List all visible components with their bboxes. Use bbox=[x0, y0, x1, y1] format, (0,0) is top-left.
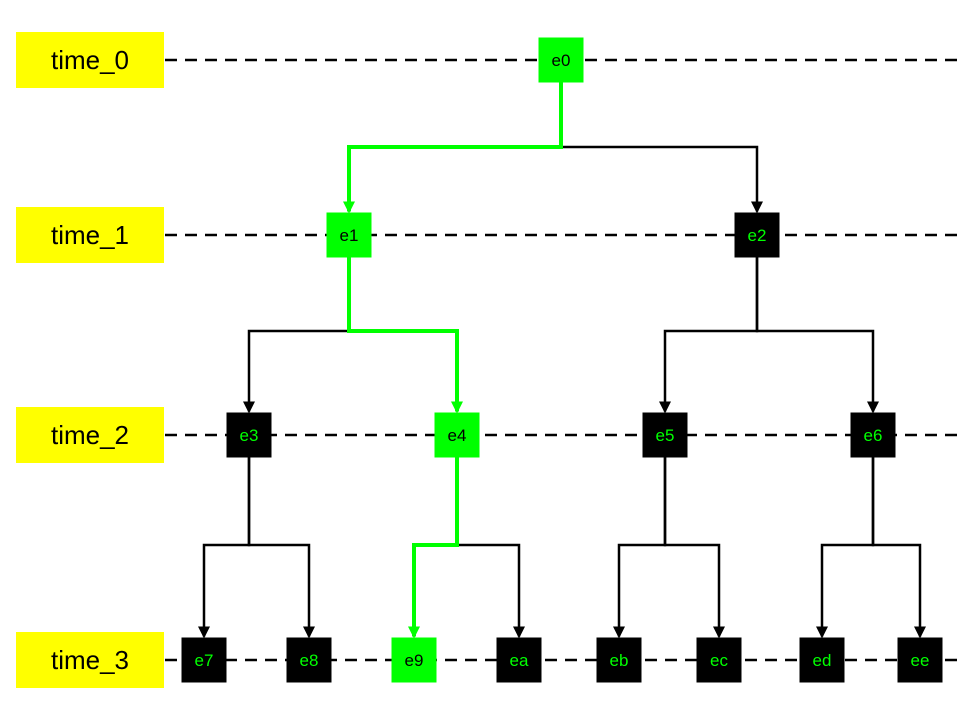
node-label: e7 bbox=[195, 651, 214, 670]
node-box bbox=[799, 637, 845, 683]
node-e7: e7 bbox=[181, 637, 227, 683]
edge-e4-to-e9 bbox=[408, 457, 459, 639]
edge-e4-to-ea bbox=[455, 457, 525, 639]
node-box bbox=[538, 37, 584, 83]
node-e6: e6 bbox=[850, 412, 896, 458]
node-box bbox=[850, 412, 896, 458]
timeline-time-1: time_1 bbox=[16, 207, 958, 263]
node-e5: e5 bbox=[642, 412, 688, 458]
edge-e5-to-ec bbox=[663, 457, 725, 639]
node-ec: ec bbox=[696, 637, 742, 683]
edge-e2-to-e5 bbox=[659, 257, 759, 414]
node-e3: e3 bbox=[226, 412, 272, 458]
node-label: e6 bbox=[864, 426, 883, 445]
timeline-label: time_3 bbox=[51, 645, 129, 675]
timeline-label: time_1 bbox=[51, 220, 129, 250]
timelines-layer: time_0 time_1 time_2 time_3 bbox=[16, 32, 958, 688]
edge-e6-to-ee bbox=[871, 457, 926, 639]
edge-e2-to-e6 bbox=[755, 257, 879, 414]
node-label: e8 bbox=[300, 651, 319, 670]
edge-e0-to-e2 bbox=[559, 82, 763, 214]
node-e0: e0 bbox=[538, 37, 584, 83]
node-box bbox=[642, 412, 688, 458]
node-box bbox=[226, 412, 272, 458]
node-e4: e4 bbox=[434, 412, 480, 458]
edge-e1-to-e4 bbox=[347, 257, 463, 414]
node-label: e0 bbox=[552, 51, 571, 70]
node-box bbox=[391, 637, 437, 683]
node-box bbox=[434, 412, 480, 458]
node-box bbox=[734, 212, 780, 258]
node-box bbox=[326, 212, 372, 258]
node-box bbox=[596, 637, 642, 683]
node-e2: e2 bbox=[734, 212, 780, 258]
node-box bbox=[181, 637, 227, 683]
nodes-layer: e0 e1 e2 e3 e4 e5 e6 e7 e8 e9 ea eb ec ed ee bbox=[181, 37, 943, 683]
node-label: ee bbox=[911, 651, 930, 670]
edges-layer bbox=[198, 82, 926, 639]
node-label: e1 bbox=[340, 226, 359, 245]
node-label: e9 bbox=[405, 651, 424, 670]
node-label: ea bbox=[510, 651, 529, 670]
timeline-time-2: time_2 bbox=[16, 407, 958, 463]
timeline-time-0: time_0 bbox=[16, 32, 958, 88]
timeline-label: time_2 bbox=[51, 420, 129, 450]
edge-e3-to-e8 bbox=[247, 457, 315, 639]
edge-e6-to-ed bbox=[816, 457, 875, 639]
node-box bbox=[496, 637, 542, 683]
node-label: e3 bbox=[240, 426, 259, 445]
node-box bbox=[696, 637, 742, 683]
node-eb: eb bbox=[596, 637, 642, 683]
node-label: ed bbox=[813, 651, 832, 670]
timeline-label-box bbox=[16, 32, 164, 88]
node-box bbox=[286, 637, 332, 683]
timeline-label-box bbox=[16, 207, 164, 263]
node-box bbox=[897, 637, 943, 683]
node-ee: ee bbox=[897, 637, 943, 683]
node-label: eb bbox=[610, 651, 629, 670]
node-label: e4 bbox=[448, 426, 467, 445]
node-ea: ea bbox=[496, 637, 542, 683]
edge-e5-to-eb bbox=[613, 457, 667, 639]
node-label: e5 bbox=[656, 426, 675, 445]
timeline-label-box bbox=[16, 632, 164, 688]
node-ed: ed bbox=[799, 637, 845, 683]
timeline-label: time_0 bbox=[51, 45, 129, 75]
timeline-label-box bbox=[16, 407, 164, 463]
node-label: ec bbox=[710, 651, 728, 670]
node-e8: e8 bbox=[286, 637, 332, 683]
node-label: e2 bbox=[748, 226, 767, 245]
edge-e1-to-e3 bbox=[243, 257, 351, 414]
edge-e3-to-e7 bbox=[198, 457, 251, 639]
node-e1: e1 bbox=[326, 212, 372, 258]
edge-e0-to-e1 bbox=[343, 82, 563, 214]
node-e9: e9 bbox=[391, 637, 437, 683]
